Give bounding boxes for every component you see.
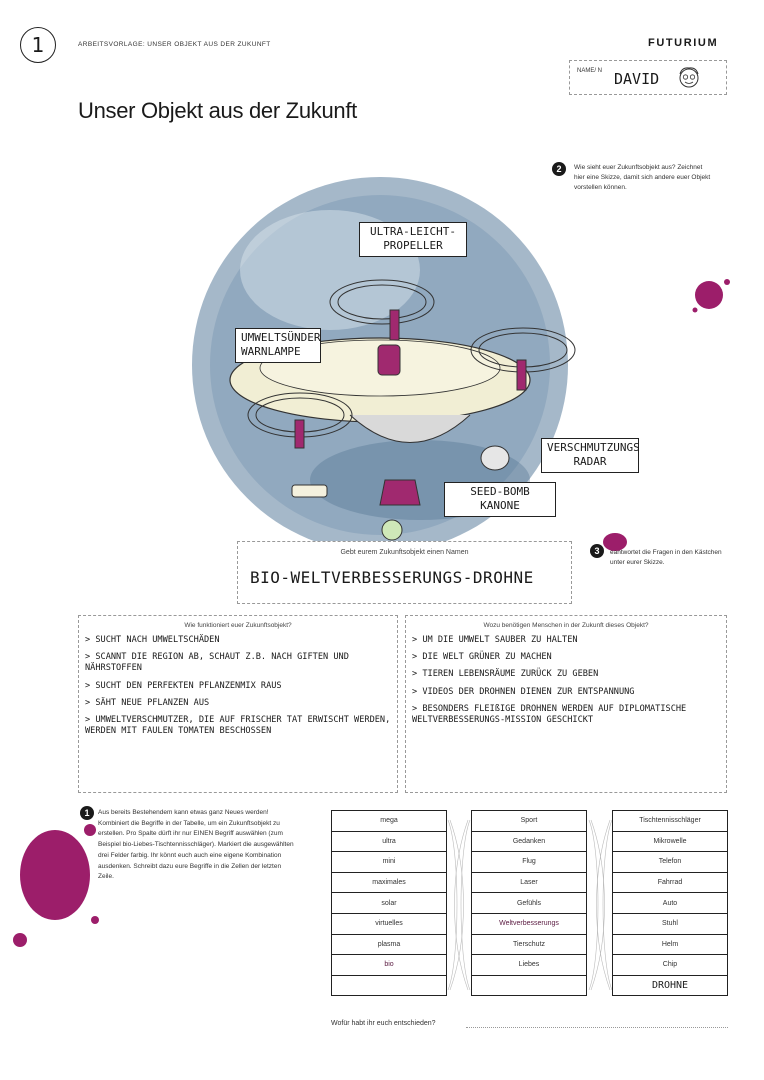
paint-splat-icon [13, 824, 99, 947]
page-number: 1 [20, 27, 56, 63]
brand-logo: FUTURIUM [648, 37, 719, 49]
word-cell[interactable]: Weltverbesserungs [466, 914, 592, 935]
list-item: > BESONDERS FLEIßIGE DROHNEN WERDEN AUF … [412, 703, 687, 725]
step-3-badge: 3 [590, 544, 604, 558]
list-item: > SUCHT NACH UMWELTSCHÄDEN [85, 635, 220, 645]
word-cell[interactable]: Liebes [472, 955, 586, 976]
name-field[interactable]: NAME/ N DAVID [569, 60, 727, 95]
step-3-text: eantwortet die Fragen in den Kästchen un… [610, 549, 722, 567]
paint-splat-icon [692, 279, 730, 313]
word-cell[interactable]: Flug [472, 852, 586, 873]
word-cell[interactable] [332, 976, 446, 997]
object-name-value: BIO-WELTVERBESSERUNGS-DROHNE [250, 568, 534, 587]
word-cell[interactable]: Tierschutz [472, 935, 586, 956]
decision-input-line[interactable] [466, 1027, 728, 1028]
step-1-badge: 1 [80, 806, 94, 820]
list-item: > UM DIE UMWELT SAUBER ZU HALTEN [412, 635, 578, 645]
list-item: > DIE WELT GRÜNER ZU MACHEN [412, 652, 552, 663]
word-cell[interactable]: Fahrrad [613, 873, 727, 894]
word-cell[interactable]: maximales [332, 873, 446, 894]
worksheet-label: ARBEITSVORLAGE: UNSER OBJEKT AUS DER ZUK… [78, 41, 271, 48]
word-cell[interactable]: Helm [613, 935, 727, 956]
word-cell[interactable]: mega [332, 811, 446, 832]
doodle-face-icon [679, 67, 699, 88]
list-item: > SCANNT DIE REGION AB, SCHAUT Z.B. NACH… [85, 652, 349, 674]
step-1-text: Aus bereits Bestehendem kann etwas ganz … [98, 809, 294, 881]
why-needed-box[interactable]: Wozu benötigen Menschen in der Zukunft d… [405, 615, 727, 793]
object-name-label: Gebt eurem Zukunftsobjekt einen Namen [340, 549, 469, 556]
word-cell[interactable]: Chip [613, 955, 727, 976]
label-seed-bomb: SEED-BOMB KANONE [444, 482, 556, 517]
list-item: > SÄHT NEUE PFLANZEN AUS [85, 697, 210, 708]
label-propeller: ULTRA-LEICHT-PROPELLER [359, 222, 467, 257]
list-item: > UMWELTVERSCHMUTZER, DIE AUF FRISCHER T… [85, 714, 391, 737]
decision-label: Wofür habt ihr euch entschieden? [331, 1020, 436, 1027]
word-cell[interactable]: ultra [332, 832, 446, 853]
label-radar: VERSCHMUTZUNGS RADAR [541, 438, 640, 473]
word-cell[interactable]: plasma [332, 935, 446, 956]
word-cell[interactable]: DROHNE [607, 976, 733, 997]
word-cell[interactable]: mini [332, 852, 446, 873]
word-cell[interactable] [472, 976, 586, 997]
word-cell[interactable]: Gefühls [472, 893, 586, 914]
why-needed-title: Wozu benötigen Menschen in der Zukunft d… [483, 622, 649, 629]
column-connectors [447, 819, 613, 991]
label-warning-lamp: UMWELTSÜNDER WARNLAMPE [235, 328, 321, 363]
name-label: NAME/ N [577, 68, 603, 74]
how-it-works-title: Wie funktioniert euer Zukunftsobjekt? [184, 622, 292, 629]
word-cell[interactable]: bio [326, 955, 452, 976]
paint-splat-icon [603, 533, 627, 551]
word-cell[interactable]: solar [332, 893, 446, 914]
word-cell[interactable]: Stuhl [613, 914, 727, 935]
list-item: > SUCHT DEN PERFEKTEN PFLANZENMIX RAUS [85, 680, 282, 691]
word-cell[interactable]: Gedanken [472, 832, 586, 853]
how-it-works-box[interactable]: Wie funktioniert euer Zukunftsobjekt? > … [78, 615, 398, 793]
list-item: > VIDEOS DER DROHNEN DIENEN ZUR ENTSPANN… [412, 686, 635, 697]
why-needed-list: > UM DIE UMWELT SAUBER ZU HALTEN > DIE W… [406, 629, 726, 726]
word-cell[interactable]: Laser [472, 873, 586, 894]
page-title: Unser Objekt aus der Zukunft [78, 98, 357, 123]
word-cell[interactable]: Sport [472, 811, 586, 832]
list-item: > TIEREN LEBENSRÄUME ZURÜCK ZU GEBEN [412, 669, 599, 680]
word-cell[interactable]: virtuelles [332, 914, 446, 935]
word-cell[interactable]: Mikrowelle [613, 832, 727, 853]
word-cell[interactable]: Auto [613, 893, 727, 914]
word-cell[interactable]: Telefon [613, 852, 727, 873]
object-name-field[interactable]: Gebt eurem Zukunftsobjekt einen Namen BI… [237, 541, 572, 604]
step-2-text: Wie sieht euer Zukunftsobjekt aus? Zeich… [574, 164, 711, 192]
how-it-works-list: > SUCHT NACH UMWELTSCHÄDEN > SCANNT DIE … [79, 629, 397, 737]
word-cell[interactable]: Tischtennisschläger [613, 811, 727, 832]
name-value: DAVID [614, 70, 660, 88]
step-2-badge: 2 [552, 162, 566, 176]
